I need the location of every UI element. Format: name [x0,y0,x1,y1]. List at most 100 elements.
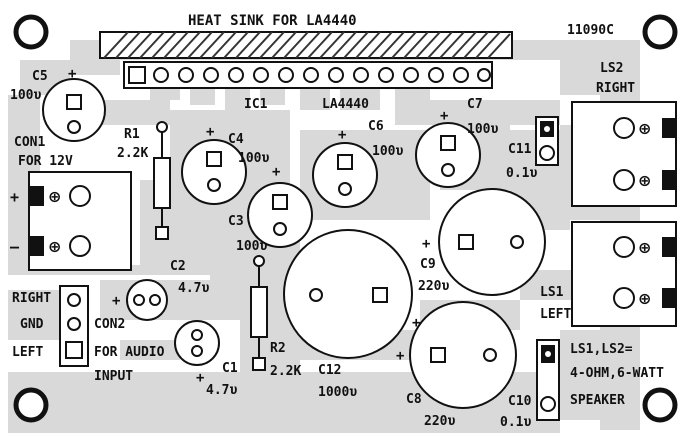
c2-ref: C2 [170,259,186,274]
c12-value: 1000υ [318,385,357,400]
heat-sink: HEAT SINK FOR LA4440 [99,13,513,59]
speaker-note-line2: 4-OHM,6-WATT [570,366,664,381]
c9-ref: C9 [420,257,436,272]
ic-pin [403,67,419,83]
speaker-note-line1: LS1,LS2= [570,342,633,357]
ic-pin [378,67,394,83]
ls1-ref: LS1 [540,285,564,300]
c8-value: 220υ [424,414,455,429]
ic-part-label: LA4440 [322,97,369,112]
c5-polarity: + [68,66,76,82]
speaker-note-line3: SPEAKER [570,393,625,408]
c8-ref: C8 [406,392,422,407]
ls1-side: LEFT [540,307,571,322]
ic-pin [328,67,344,83]
ic-pin [228,67,244,83]
ic-pin [278,67,294,83]
c11-ref: C11 [508,142,532,157]
svg-text:⊕: ⊕ [638,171,651,190]
con1-minus: – [10,238,20,256]
con1-desc: FOR 12V [18,154,73,169]
resistor-r1: R1 2.2K [117,121,171,240]
con2-desc-line1: FOR AUDIO [94,345,165,360]
capacitor-c5: + C5 100υ [10,66,106,142]
capacitor-c1: + C1 4.7υ [174,320,238,398]
c9-polarity: + [422,236,430,252]
con1-ref: CON1 [14,135,45,150]
capacitor-c7: + C7 100υ [415,97,498,188]
r1-ref: R1 [124,127,140,142]
c1-ref: C1 [222,361,238,376]
c7-value: 100υ [467,122,498,137]
ic1-pin-header: IC1 LA4440 [123,61,493,112]
capacitor-c12: + C12 1000υ [283,229,420,400]
svg-text:⊕: ⊕ [48,187,61,206]
c1-polarity: + [196,370,204,386]
c10-value: 0.1υ [500,415,531,430]
c4-ref: C4 [228,132,244,147]
capacitor-c6: + C6 100υ [312,119,403,208]
ic-pin-1 [128,66,146,84]
board-code: 11090C [567,23,614,38]
c4-value: 100υ [238,151,269,166]
ic-pin [153,67,169,83]
c10-ref: C10 [508,394,532,409]
con2-desc-line2: INPUT [94,369,133,384]
c6-value: 100υ [372,144,403,159]
ic-pin [453,67,469,83]
capacitor-c2: + C2 4.7υ [112,259,209,321]
c7-polarity: + [440,108,448,124]
mounting-hole-bottom-right [642,387,678,423]
c1-value: 4.7υ [206,383,237,398]
c11-value: 0.1υ [506,166,537,181]
capacitor-c8: + C8 220υ [396,301,517,429]
c3-ref: C3 [228,214,244,229]
mounting-hole-bottom-left [13,387,49,423]
ic-pin [253,67,269,83]
connector-con2: RIGHT GND LEFT CON2 FOR AUDIO INPUT [12,285,165,384]
ic-pin [428,67,444,83]
ic-ref-label: IC1 [244,97,268,112]
r2-ref: R2 [270,341,286,356]
c5-ref: C5 [32,69,48,84]
c5-value: 100υ [10,88,41,103]
c3-value: 100υ [236,239,267,254]
c12-ref: C12 [318,363,341,378]
ic-pin [353,67,369,83]
mounting-hole-top-left [13,14,49,50]
c3-polarity: + [272,164,280,180]
con2-pin-gnd: GND [20,317,44,332]
ic-pin [303,67,319,83]
ic-pin [178,67,194,83]
con2-pin-right: RIGHT [12,291,51,306]
connector-con1: ⊕ ⊕ + – CON1 FOR 12V [10,135,132,271]
svg-text:⊕: ⊕ [638,119,651,138]
con2-ref: CON2 [94,317,125,332]
capacitor-c11: C11 0.1υ [506,116,559,181]
ls2-ref: LS2 [600,61,623,76]
c9-value: 220υ [418,279,449,294]
ls2-side: RIGHT [596,81,635,96]
con2-pin-left: LEFT [12,345,43,360]
capacitor-c9: + C9 220υ [418,188,546,296]
capacitor-c4: + C4 100υ [181,124,269,205]
heatsink-label: HEAT SINK FOR LA4440 [188,13,357,29]
c2-value: 4.7υ [178,281,209,296]
capacitor-c10: C10 0.1υ [500,339,560,430]
c7-ref: C7 [467,97,483,112]
ic-pin [477,68,491,82]
capacitor-c3: + C3 100υ [228,164,313,254]
c6-polarity: + [338,127,346,143]
mounting-holes [13,14,678,423]
svg-text:⊕: ⊕ [48,237,61,256]
svg-text:⊕: ⊕ [638,238,651,257]
c12-polarity: + [412,315,420,331]
r1-value: 2.2K [117,146,148,161]
svg-text:⊕: ⊕ [638,289,651,308]
c8-polarity: + [396,348,404,364]
mounting-hole-top-right [642,14,678,50]
c6-ref: C6 [368,119,384,134]
c2-polarity: + [112,293,120,309]
